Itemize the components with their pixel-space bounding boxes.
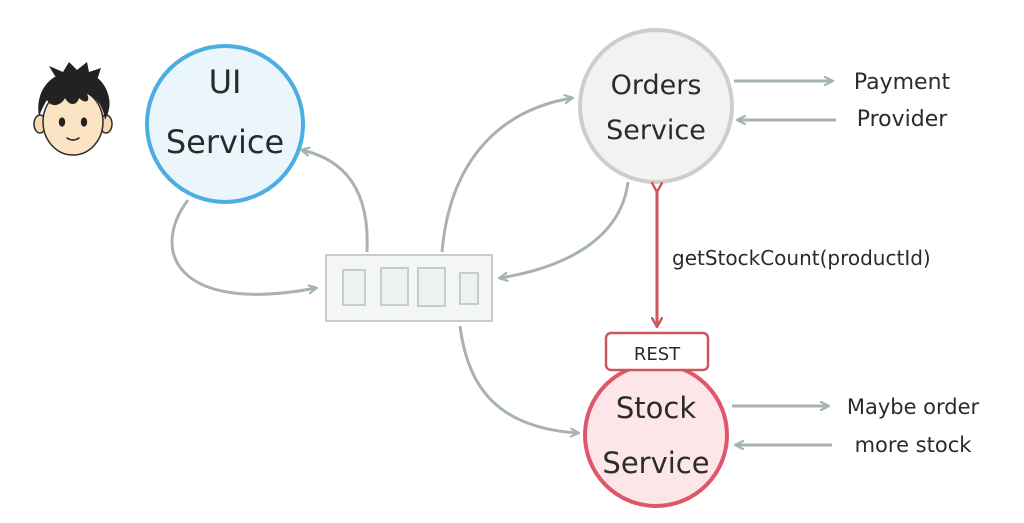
queue-to-stock-arrow <box>458 325 578 433</box>
orders-service-node: Orders Service <box>578 28 734 184</box>
stock-supplier-line1: Maybe order <box>847 395 980 419</box>
orders-to-queue-arrow <box>500 181 630 278</box>
ui-service-line2: Service <box>166 123 284 161</box>
orders-service-line2: Service <box>606 115 706 146</box>
stock-service-node: Stock Service <box>583 362 729 508</box>
rest-badge-label: REST <box>634 344 681 365</box>
ui-service-node: UI Service <box>145 44 305 204</box>
rest-badge: REST <box>604 331 710 372</box>
orders-service-line1: Orders <box>611 70 702 101</box>
payment-provider-line2: Provider <box>857 107 949 132</box>
rest-call-label: getStockCount(productId) <box>672 246 931 270</box>
queue-to-orders-arrow <box>440 98 572 253</box>
stock-supplier-line2: more stock <box>855 433 973 457</box>
user-avatar-icon <box>33 62 113 156</box>
stock-service-line2: Service <box>602 446 709 480</box>
ui-to-queue-arrow <box>170 199 316 296</box>
ui-service-line1: UI <box>209 63 242 101</box>
message-queue-icon <box>325 254 493 322</box>
payment-provider-line1: Payment <box>854 70 951 95</box>
queue-to-ui-arrow <box>302 150 369 253</box>
stock-service-line1: Stock <box>616 391 696 425</box>
